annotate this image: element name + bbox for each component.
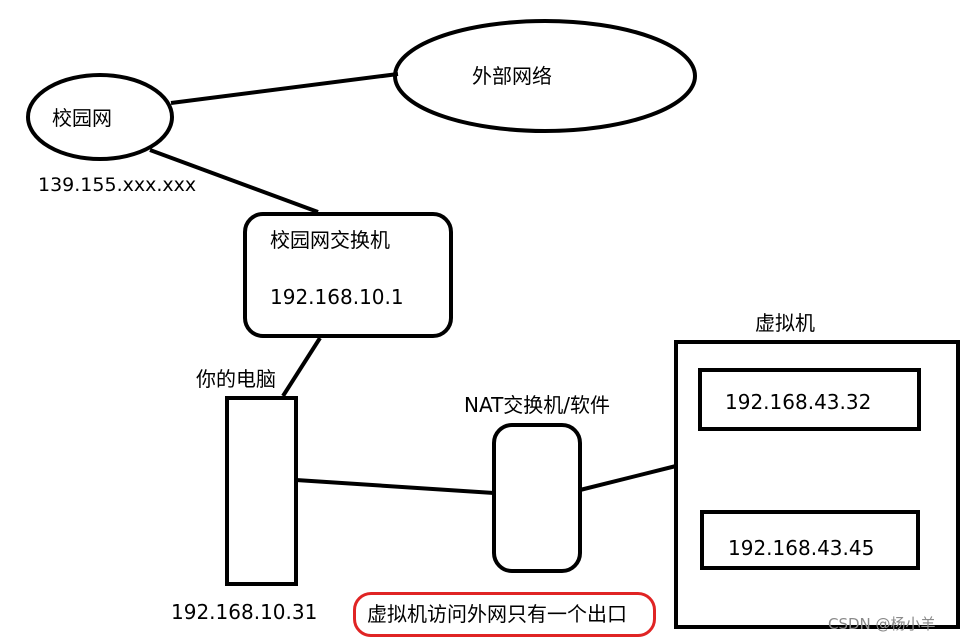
edge-nat-vm bbox=[579, 464, 677, 492]
campus-network-label: 校园网 bbox=[52, 106, 112, 130]
vm1-node bbox=[698, 368, 921, 431]
nat-title: NAT交换机/软件 bbox=[464, 393, 611, 417]
campus-switch-ip: 192.168.10.1 bbox=[270, 285, 404, 309]
edge-campus-switch bbox=[149, 148, 319, 214]
vm-container bbox=[674, 340, 960, 629]
single-exit-note: 虚拟机访问外网只有一个出口 bbox=[367, 602, 627, 626]
campus-switch-title: 校园网交换机 bbox=[270, 228, 390, 252]
nat-node bbox=[492, 423, 582, 573]
external-network-label: 外部网络 bbox=[472, 64, 552, 88]
vm-title: 虚拟机 bbox=[755, 311, 815, 335]
vm2-ip: 192.168.43.45 bbox=[728, 536, 875, 560]
campus-network-node bbox=[26, 73, 174, 161]
vm2-node bbox=[700, 510, 920, 570]
watermark: CSDN @杨小羊 bbox=[828, 615, 936, 633]
edge-pc-nat bbox=[295, 478, 495, 495]
single-exit-note-box bbox=[353, 592, 656, 637]
campus-ip-label: 139.155.xxx.xxx bbox=[38, 174, 197, 196]
your-pc-node bbox=[225, 396, 298, 586]
edge-campus-external bbox=[170, 72, 399, 105]
your-pc-ip: 192.168.10.31 bbox=[171, 600, 318, 624]
edge-switch-pc bbox=[281, 336, 322, 398]
campus-switch-node bbox=[243, 212, 453, 338]
vm1-ip: 192.168.43.32 bbox=[725, 390, 872, 414]
your-pc-title: 你的电脑 bbox=[196, 367, 276, 391]
